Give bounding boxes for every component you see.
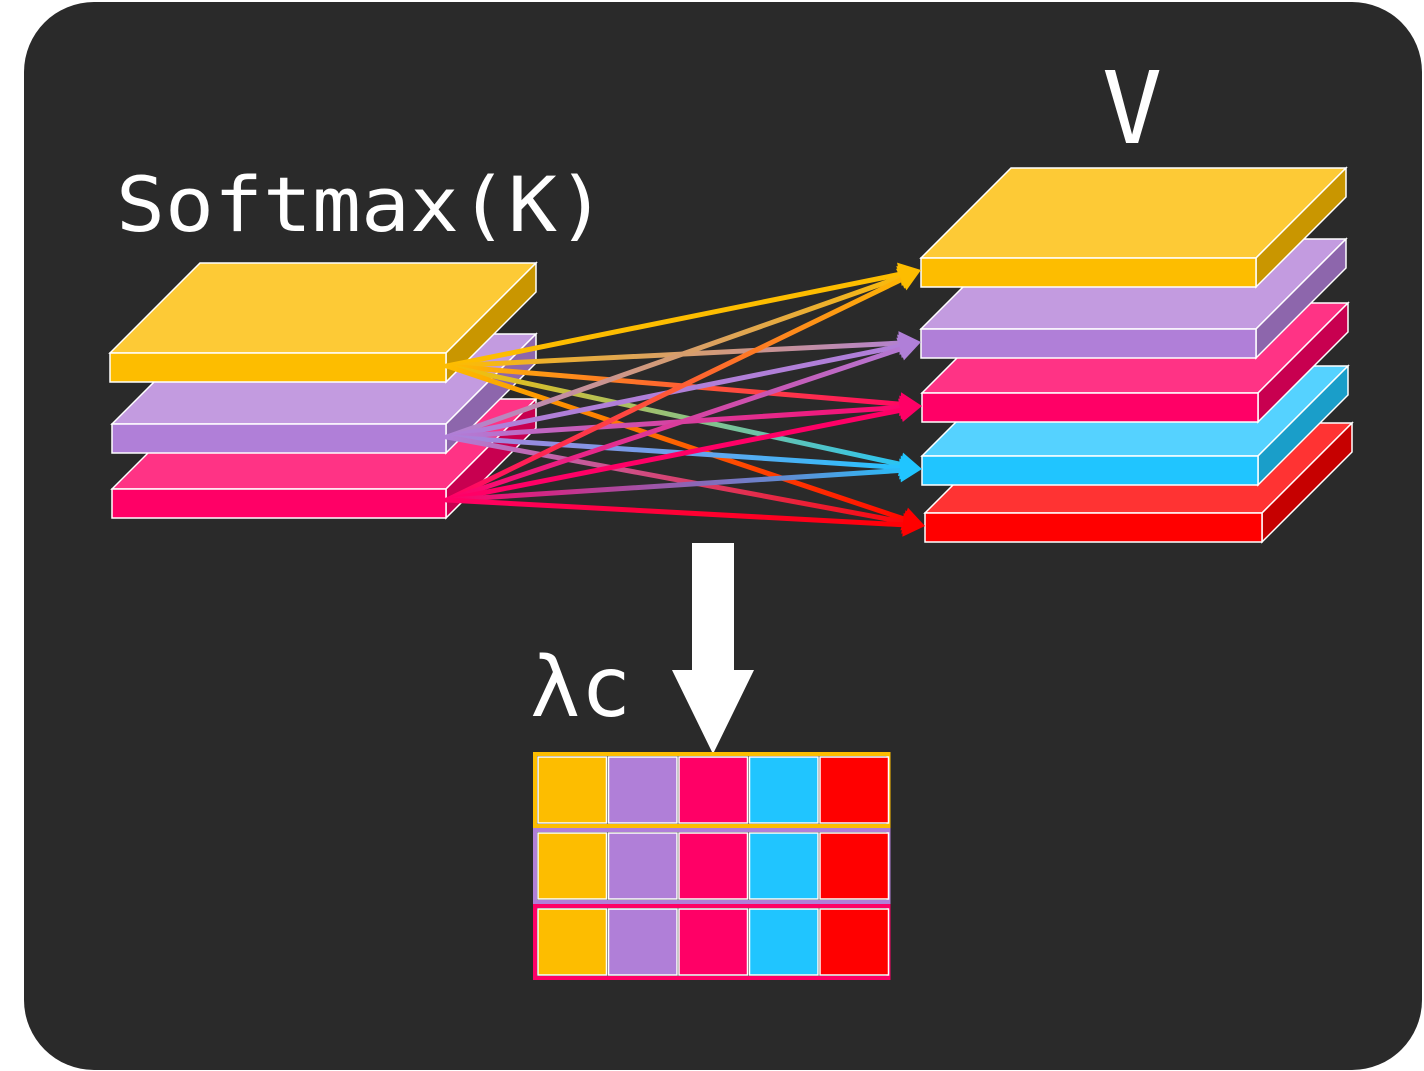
grid-cell-0-1 (607, 756, 678, 824)
grid-cell-2-3 (748, 908, 819, 976)
value-slab-1-front (920, 328, 1257, 359)
grid-cell-1-4 (819, 832, 890, 900)
lambda-c-label: λc (530, 638, 631, 736)
value-slab-3-front (921, 455, 1259, 486)
arrow-key-2-to-value-3 (444, 458, 922, 503)
value-stack (919, 166, 1354, 544)
grid-cell-2-1 (607, 908, 678, 976)
value-slab-2-front (921, 392, 1259, 423)
connection-arrows (444, 262, 925, 537)
down-arrow-icon (672, 543, 754, 754)
grid-cell-0-4 (819, 756, 890, 824)
grid-row-2 (533, 904, 891, 980)
value-slab-0 (919, 166, 1348, 289)
grid-cell-1-3 (748, 832, 819, 900)
grid-cell-1-0 (537, 832, 608, 900)
key-slab-2-front (111, 488, 447, 519)
key-stack (108, 261, 538, 520)
arrow-key-2-to-value-1 (444, 337, 921, 503)
key-slab-0 (108, 261, 538, 384)
grid-cell-2-0 (537, 908, 608, 976)
arrow-key-2-to-value-2 (444, 398, 922, 503)
grid-cell-2-2 (678, 908, 749, 976)
grid-cell-1-2 (678, 832, 749, 900)
grid-cell-0-3 (748, 756, 819, 824)
arrow-key-2-to-value-4 (444, 497, 925, 537)
value-slab-0-front (920, 257, 1257, 288)
grid-cell-1-1 (607, 832, 678, 900)
grid-cell-2-4 (819, 908, 890, 976)
grid-cell-0-0 (537, 756, 608, 824)
value-slab-4-front (924, 512, 1263, 543)
softmax-k-label: Softmax(K) (116, 160, 606, 249)
v-label: V (1102, 50, 1162, 167)
grid-row-0 (533, 752, 891, 828)
grid-row-1 (533, 828, 891, 904)
key-slab-1-front (111, 423, 447, 454)
lambda-c-grid (533, 752, 891, 980)
key-slab-0-front (109, 352, 447, 383)
arrow-key-2-to-value-0 (444, 268, 921, 503)
grid-cell-0-2 (678, 756, 749, 824)
